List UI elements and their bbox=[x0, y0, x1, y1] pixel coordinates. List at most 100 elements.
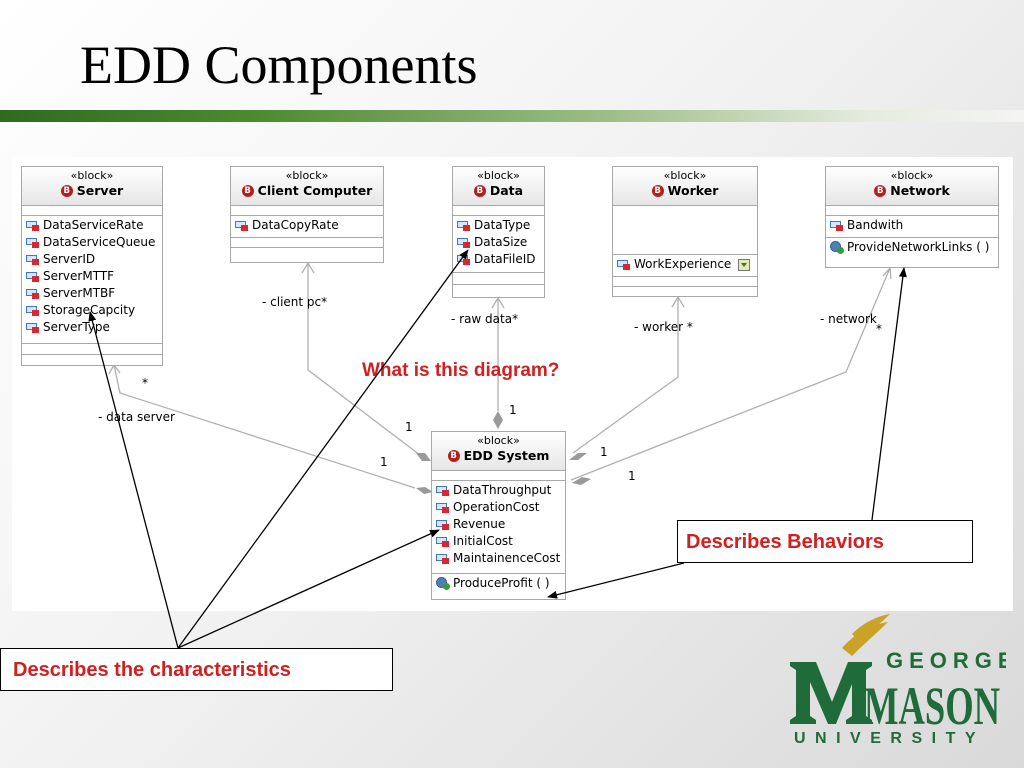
network-stereotype: «block» bbox=[890, 169, 934, 182]
client-composition-diamond bbox=[416, 453, 431, 461]
server-property[interactable]: StorageCapcity bbox=[26, 302, 162, 319]
client-association-line bbox=[307, 263, 421, 456]
property-icon bbox=[457, 220, 471, 231]
client-property[interactable]: DataCopyRate bbox=[235, 217, 383, 234]
george-mason-university-logo: MASON GEORGE UNIVERSITY bbox=[790, 614, 1006, 747]
property-icon bbox=[26, 220, 40, 231]
worker-role-label: - worker * bbox=[634, 320, 693, 334]
slide-title: EDD Components bbox=[80, 35, 478, 95]
logo-m-glyph bbox=[790, 662, 872, 724]
edd-property[interactable]: MaintainenceCost bbox=[436, 550, 565, 567]
property-icon bbox=[436, 485, 450, 496]
edd-property[interactable]: Revenue bbox=[436, 516, 565, 533]
server-end-multiplicity: 1 bbox=[380, 455, 388, 469]
data-end-multiplicity: 1 bbox=[509, 403, 517, 417]
server-property[interactable]: ServerID bbox=[26, 251, 162, 268]
behaviors-callout: Describes Behaviors bbox=[677, 520, 973, 563]
association-lines bbox=[108, 261, 892, 494]
block-icon: B bbox=[473, 185, 486, 197]
worker-end-multiplicity: 1 bbox=[600, 445, 608, 459]
property-icon bbox=[26, 322, 40, 333]
property-icon bbox=[436, 553, 450, 564]
network-operation[interactable]: ProvideNetworkLinks ( ) bbox=[830, 239, 998, 256]
operation-icon bbox=[830, 241, 844, 254]
logo-mason-text: MASON bbox=[864, 676, 1000, 736]
client-block-name: Client Computer bbox=[257, 183, 373, 198]
behaviors-arrow-network bbox=[871, 267, 907, 521]
network-property[interactable]: Bandwith bbox=[830, 217, 998, 234]
client-role-label: - client pc* bbox=[262, 295, 328, 309]
property-icon bbox=[830, 220, 844, 231]
property-icon bbox=[436, 519, 450, 530]
network-composition-diamond bbox=[572, 477, 591, 485]
property-icon bbox=[617, 259, 631, 270]
edd-stereotype: «block» bbox=[477, 434, 520, 447]
property-icon bbox=[26, 271, 40, 282]
property-icon bbox=[26, 254, 40, 265]
property-icon bbox=[436, 502, 450, 513]
data-role-label: - raw data* bbox=[451, 312, 519, 326]
block-icon: B bbox=[874, 185, 887, 197]
server-stereotype: «block» bbox=[70, 169, 114, 182]
characteristics-arrow-server bbox=[88, 311, 179, 649]
worker-block-name: Worker bbox=[667, 183, 719, 198]
worker-association-line bbox=[572, 297, 679, 454]
behaviors-arrow-edd bbox=[547, 562, 685, 599]
edd-property[interactable]: OperationCost bbox=[436, 499, 565, 516]
edd-property[interactable]: DataThroughput bbox=[436, 482, 565, 499]
server-block-name: Server bbox=[76, 183, 124, 198]
network-block-name: Network bbox=[890, 183, 950, 198]
data-property[interactable]: DataType bbox=[457, 217, 544, 234]
property-icon bbox=[436, 536, 450, 547]
server-property[interactable]: DataServiceRate bbox=[26, 217, 162, 234]
data-block-name: Data bbox=[489, 183, 524, 198]
question-annotation: What is this diagram? bbox=[362, 360, 560, 381]
server-association-line bbox=[113, 364, 416, 489]
server-composition-diamond bbox=[416, 487, 433, 494]
server-multiplicity: * bbox=[142, 376, 148, 390]
client-end-multiplicity: 1 bbox=[405, 420, 413, 434]
network-association-line bbox=[570, 267, 891, 481]
property-icon bbox=[26, 288, 40, 299]
network-multiplicity: * bbox=[876, 322, 882, 336]
title-divider-bar bbox=[0, 110, 1024, 122]
client-stereotype: «block» bbox=[285, 169, 329, 182]
edit-icon[interactable] bbox=[738, 258, 751, 271]
worker-stereotype: «block» bbox=[663, 169, 707, 182]
block-icon: B bbox=[241, 185, 254, 197]
data-stereotype: «block» bbox=[477, 169, 520, 182]
logo-university-text: UNIVERSITY bbox=[794, 730, 985, 747]
operation-icon bbox=[436, 577, 450, 590]
characteristics-callout: Describes the characteristics bbox=[0, 648, 393, 691]
logo-george-text: GEORGE bbox=[886, 648, 1006, 673]
server-property[interactable]: DataServiceQueue bbox=[26, 234, 162, 251]
property-icon bbox=[457, 237, 471, 248]
worker-property[interactable]: WorkExperience bbox=[617, 256, 757, 273]
data-property[interactable]: DataSize bbox=[457, 234, 544, 251]
property-icon bbox=[26, 237, 40, 248]
property-icon bbox=[26, 305, 40, 316]
block-icon: B bbox=[651, 185, 664, 197]
edd-block-name: EDD System bbox=[463, 448, 550, 463]
server-property[interactable]: ServerMTTF bbox=[26, 268, 162, 285]
characteristics-arrow-data bbox=[177, 249, 469, 649]
block-icon: B bbox=[60, 185, 73, 197]
edd-operation[interactable]: ProduceProfit ( ) bbox=[436, 575, 565, 592]
edd-property[interactable]: InitialCost bbox=[436, 533, 565, 550]
worker-composition-diamond bbox=[569, 453, 587, 460]
characteristics-arrow-edd bbox=[177, 529, 440, 649]
server-property[interactable]: ServerMTBF bbox=[26, 285, 162, 302]
network-role-label: - network bbox=[820, 312, 877, 326]
property-icon bbox=[235, 220, 249, 231]
network-end-multiplicity: 1 bbox=[628, 469, 636, 483]
data-composition-diamond bbox=[493, 411, 503, 429]
block-icon: B bbox=[447, 450, 460, 462]
